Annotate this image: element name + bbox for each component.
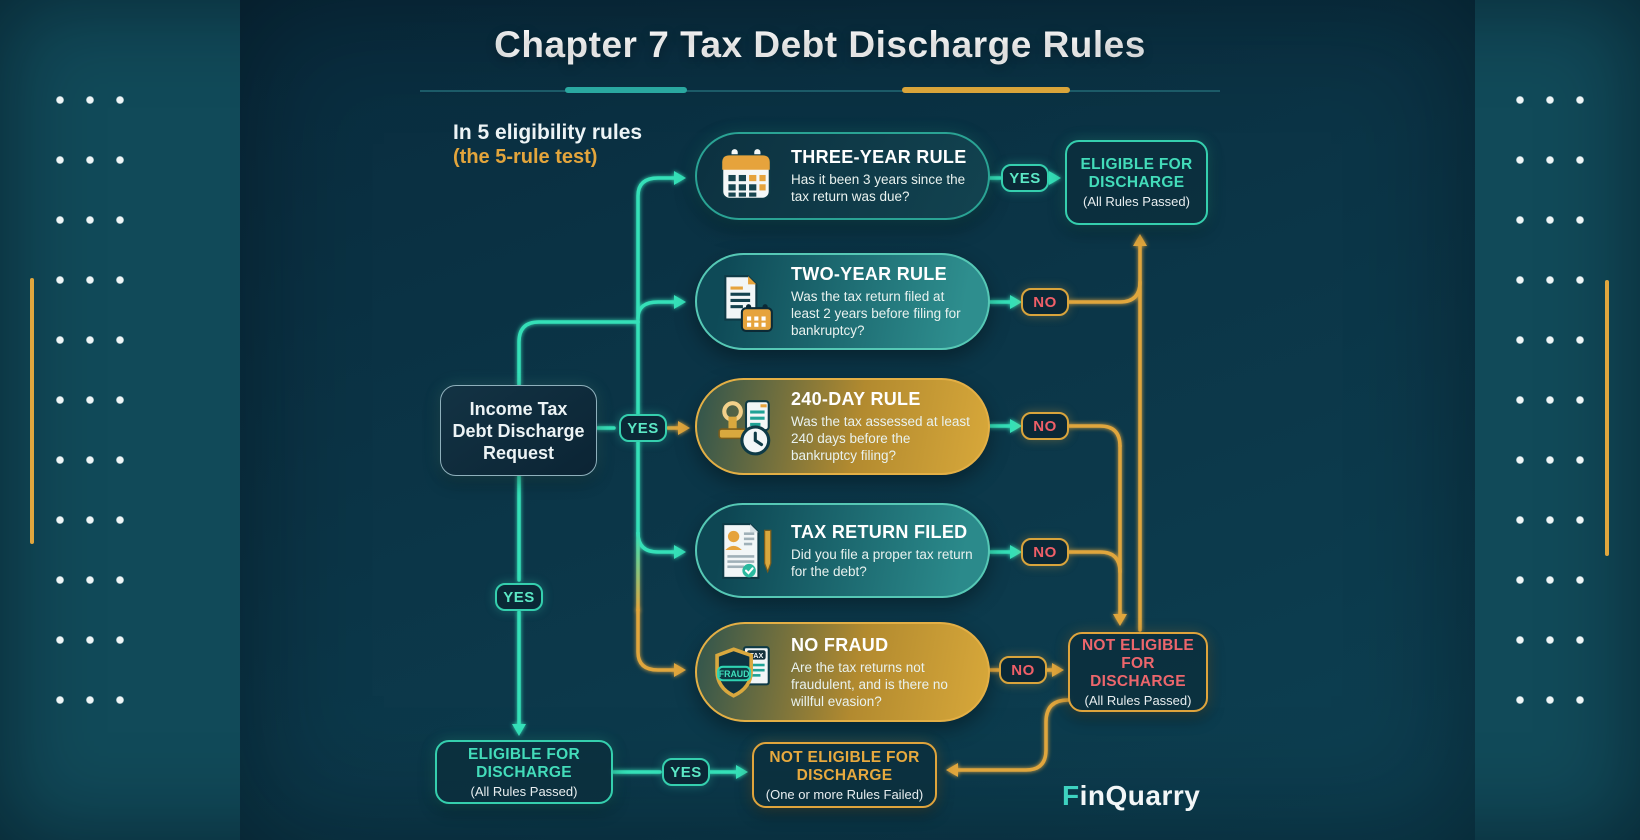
calendar-icon — [721, 149, 771, 200]
rule-desc: Are the tax returns not fraudulent, and … — [791, 659, 948, 709]
no-badge-two-year: NO — [1021, 288, 1069, 316]
title-underline-teal-segment — [565, 87, 687, 93]
yes-badge-start: YES — [619, 414, 667, 442]
outcome-sub: (One or more Rules Failed) — [765, 786, 924, 802]
tax-label: TAX — [749, 651, 763, 660]
outcome-sub: (All Rules Passed) — [1084, 692, 1192, 708]
outcome-sub: (All Rules Passed) — [470, 783, 578, 799]
yes-badge-three-year: YES — [1001, 164, 1049, 192]
outcome-title: NOT ELIGIBLE FOR DISCHARGE — [769, 748, 920, 784]
intro-caption: In 5 eligibility rules (the 5-rule test) — [453, 120, 642, 170]
outcome-title: NOT ELIGIBLE FOR DISCHARGE — [1081, 636, 1195, 690]
gold-bar-left — [30, 278, 34, 544]
rule-title: TAX RETURN FILED — [791, 521, 968, 542]
fraud-shield-icon: TAX FRAUD — [715, 646, 770, 698]
rule-box-no-fraud: TAX FRAUD NO FRAUD Are the tax returns n… — [695, 622, 990, 722]
brand-logo: FinQuarry — [1062, 780, 1201, 811]
no-badge-no-fraud: NO — [999, 656, 1047, 684]
rule-desc: Has it been 3 years since the tax return… — [791, 172, 966, 204]
title-underline-gold-segment — [902, 87, 1070, 93]
no-badge-240-day: NO — [1021, 412, 1069, 440]
rule-box-three-year: THREE-YEAR RULE Has it been 3 years sinc… — [695, 132, 990, 220]
outcome-eligible-top: ELIGIBLE FOR DISCHARGE (All Rules Passed… — [1065, 140, 1208, 225]
stamp-clock-icon — [718, 399, 771, 455]
outcome-not-eligible-right: NOT ELIGIBLE FOR DISCHARGE (All Rules Pa… — [1068, 632, 1208, 712]
rule-desc: Was the tax assessed at least 240 days b… — [791, 414, 970, 463]
rule-title: THREE-YEAR RULE — [791, 147, 967, 167]
tax-document-pen-icon — [722, 522, 772, 579]
yes-badge-all-rules: YES — [495, 583, 543, 611]
outcome-eligible-bottom: ELIGIBLE FOR DISCHARGE (All Rules Passed… — [435, 740, 613, 804]
outcome-title: ELIGIBLE FOR DISCHARGE — [1080, 156, 1193, 191]
rule-title: NO FRAUD — [791, 634, 889, 655]
dot-grid-left — [50, 90, 142, 712]
outcome-title: ELIGIBLE FOR DISCHARGE — [467, 745, 581, 781]
fraud-label: FRAUD — [719, 669, 750, 679]
no-badge-tax-return: NO — [1021, 538, 1069, 566]
outcome-not-eligible-bottom: NOT ELIGIBLE FOR DISCHARGE (One or more … — [752, 742, 937, 808]
teal-connectors — [512, 171, 1061, 779]
start-node-income-tax-request: Income Tax Debt Discharge Request — [440, 385, 597, 476]
intro-line-2: (the 5-rule test) — [453, 146, 598, 168]
rule-title: TWO-YEAR RULE — [791, 264, 947, 284]
rule-title: 240-DAY RULE — [791, 389, 921, 409]
rule-box-two-year: TWO-YEAR RULE Was the tax return filed a… — [695, 253, 990, 350]
rule-box-240-day: 240-DAY RULE Was the tax assessed at lea… — [695, 378, 990, 475]
intro-line-1: In 5 eligibility rules — [453, 121, 643, 144]
yes-badge-bottom: YES — [662, 758, 710, 786]
rule-desc: Did you file a proper tax return for the… — [791, 546, 973, 579]
start-node-label: Income Tax Debt Discharge Request — [452, 398, 585, 463]
page-title: Chapter 7 Tax Debt Discharge Rules — [0, 24, 1640, 66]
title-underline — [420, 90, 1220, 92]
gold-connectors — [636, 234, 1147, 777]
document-calendar-icon — [724, 274, 773, 332]
gold-bar-right — [1605, 280, 1609, 556]
rule-desc: Was the tax return filed at least 2 year… — [791, 289, 961, 338]
dot-grid-right — [1510, 90, 1602, 712]
outcome-sub: (All Rules Passed) — [1083, 194, 1190, 209]
rule-box-tax-return-filed: TAX RETURN FILED Did you file a proper t… — [695, 503, 990, 598]
